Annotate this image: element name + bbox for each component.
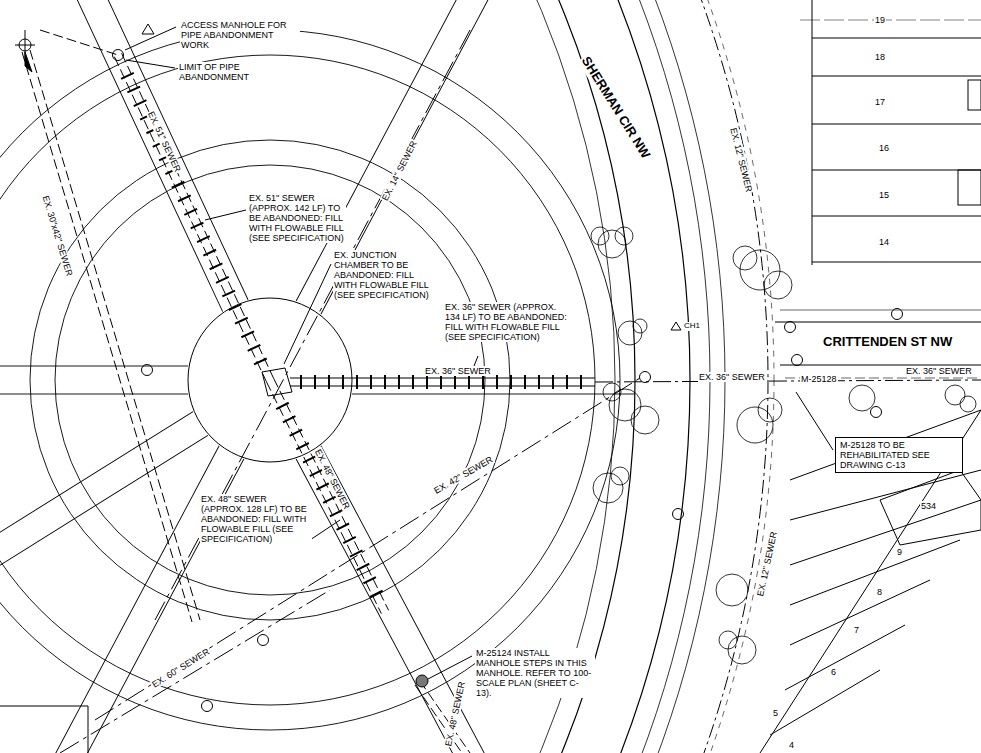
lot-number: 8	[876, 587, 883, 597]
note-text: M-25128 TO BE REHABILITATED SEE DRAWING …	[840, 440, 958, 470]
plan-note: EX. 36" SEWER (APPROX. 134 LF) TO BE ABA…	[444, 302, 574, 342]
street-name: CRITTENDEN ST NW	[822, 335, 953, 350]
plan-note: M-25124 INSTALL MANHOLE STEPS IN THIS MA…	[475, 648, 595, 698]
lot-number: 17	[874, 97, 886, 107]
pipe-label: EX. 36" SEWER	[698, 372, 766, 382]
plan-note: EX. 51" SEWER (APPROX. 142 LF) TO BE ABA…	[248, 193, 346, 243]
note-box: M-25128 TO BE REHABILITATED SEE DRAWING …	[835, 437, 963, 473]
lot-number: 18	[874, 52, 886, 62]
lot-number: 16	[878, 143, 890, 153]
structure-id: CH1	[683, 322, 701, 331]
lot-number: 4	[788, 740, 795, 750]
lot-number: 19	[874, 15, 886, 25]
lot-number: 14	[878, 237, 890, 247]
lot-number: 7	[853, 625, 860, 635]
plan-note: ACCESS MANHOLE FOR PIPE ABANDONMENT WORK	[180, 20, 300, 50]
pipe-label: EX. 36" SEWER	[905, 366, 973, 376]
plan-note: EX. 48" SEWER (APPROX. 128 LF) TO BE ABA…	[200, 494, 312, 544]
lot-number: 5	[772, 708, 779, 718]
pipe-label: EX. 14" SEWER	[380, 138, 420, 203]
lot-number: 9	[896, 547, 903, 557]
pipe-label: EX. 30"x42" SEWER	[40, 194, 75, 279]
pipe-label: EX. 36" SEWER	[424, 366, 492, 376]
lot-number: 534	[920, 501, 937, 511]
street-name: SHERMAN CIR NW	[578, 53, 653, 162]
plan-note: EX. JUNCTION CHAMBER TO BE ABANDONED: FI…	[333, 250, 431, 300]
pipe-label: EX. 60" SEWER	[149, 646, 212, 690]
manhole-id: M-25128	[800, 374, 838, 384]
lot-number: 6	[830, 667, 837, 677]
plan-note: LIMIT OF PIPE ABANDONMENT	[178, 62, 270, 82]
lot-number: 15	[878, 190, 890, 200]
